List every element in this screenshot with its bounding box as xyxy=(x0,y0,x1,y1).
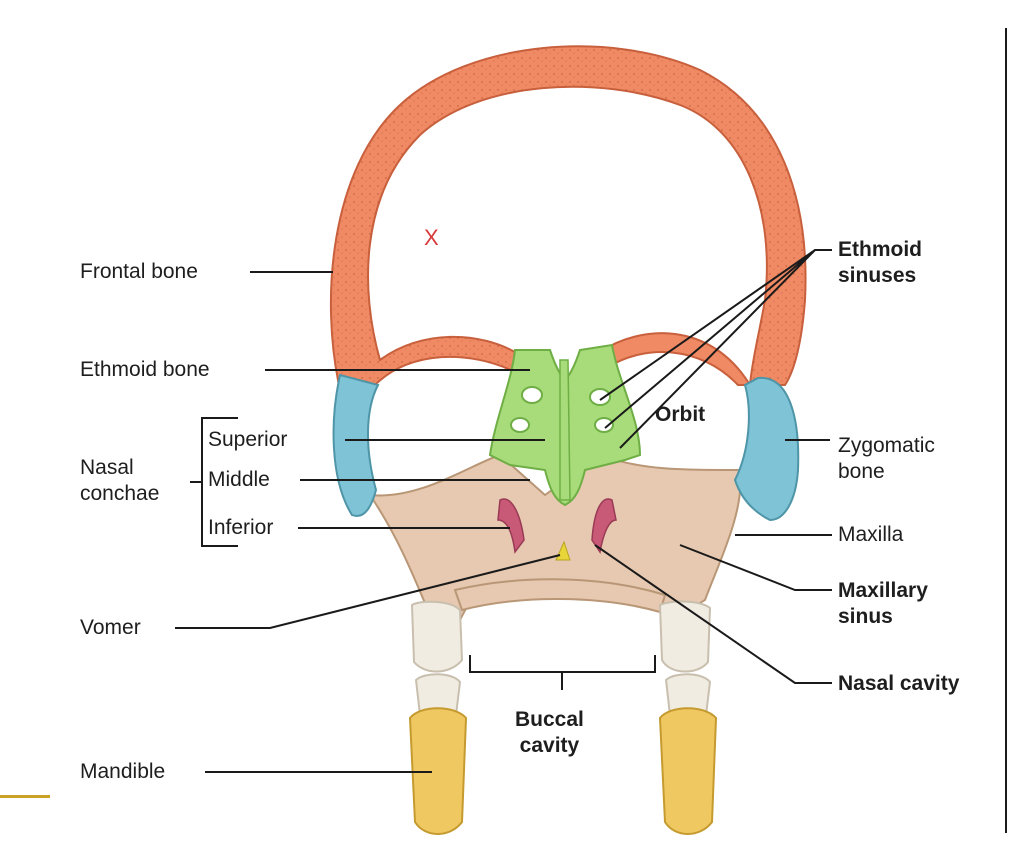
upper-tooth-left xyxy=(410,600,464,673)
middle-concha-label: Middle xyxy=(208,468,270,491)
inferior-concha-label: Inferior xyxy=(208,516,274,539)
buccal-cavity-bracket xyxy=(469,655,656,690)
nasal-cavity-leader xyxy=(594,544,832,684)
maxillary-sinus-leader xyxy=(679,544,832,591)
annotation-x-mark: X xyxy=(424,225,439,250)
ethmoid-sinuses-leader xyxy=(599,249,832,449)
buccal-cavity-label: Buccal cavity xyxy=(515,708,584,757)
zygomatic-bone-left xyxy=(332,373,380,517)
right-border-line xyxy=(1005,28,1007,833)
ethmoid-air-cell xyxy=(594,417,614,433)
zygomatic-bone-label: Zygomatic bone xyxy=(838,434,935,483)
frontal-bone-label: Frontal bone xyxy=(80,260,198,283)
ethmoid-air-cell xyxy=(510,417,530,433)
ethmoid-air-cell xyxy=(589,388,611,406)
vomer-leader xyxy=(175,554,561,629)
ethmoid-sinuses-label: Ethmoid sinuses xyxy=(838,238,922,287)
mandible-left xyxy=(408,707,468,835)
nasal-conchae-label: Nasal conchae xyxy=(80,456,160,505)
inferior-concha-right xyxy=(591,498,617,554)
ethmoid-air-cell xyxy=(521,386,543,404)
maxilla-label: Maxilla xyxy=(838,523,904,546)
nasal-conchae-bracket xyxy=(190,417,238,547)
upper-tooth-right xyxy=(658,600,712,673)
inferior-concha-left xyxy=(497,498,525,554)
mandible-label: Mandible xyxy=(80,760,166,783)
orbit-label: Orbit xyxy=(655,403,706,426)
zygomatic-bone-right xyxy=(733,376,800,522)
nasal-cavity-label: Nasal cavity xyxy=(838,672,960,695)
ethmoid-bone-label: Ethmoid bone xyxy=(80,358,210,381)
superior-concha-label: Superior xyxy=(208,428,288,451)
frontal-bone-texture xyxy=(330,46,806,391)
leader-lines xyxy=(175,249,832,773)
mandible-right xyxy=(658,707,718,835)
nasal-septum-ethmoid xyxy=(559,359,571,501)
vomer-label: Vomer xyxy=(80,616,141,639)
frontal-bone-right-inner xyxy=(598,332,752,386)
gold-accent-line xyxy=(0,795,50,798)
maxillary-sinus-label: Maxillary sinus xyxy=(838,579,928,628)
